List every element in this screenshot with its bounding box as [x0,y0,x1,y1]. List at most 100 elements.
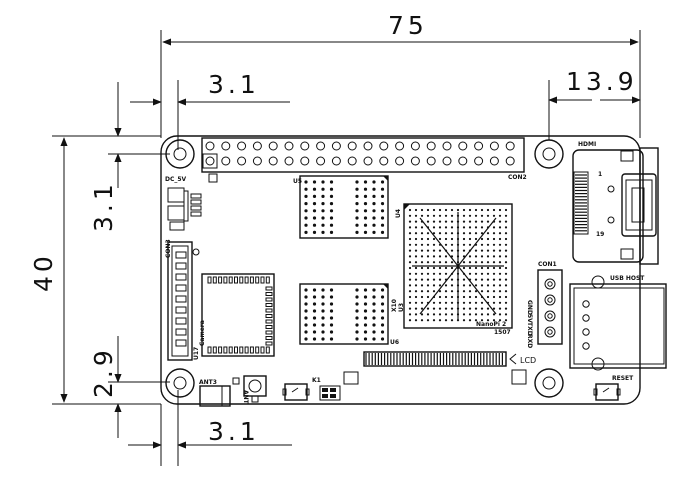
hdmi-pin19-label: 19 [596,231,604,238]
soc-ball [438,284,442,287]
soc-ball [444,220,448,223]
bga-ball [372,337,376,341]
soc-ball [480,237,484,241]
u4-label: U4 [395,209,402,218]
soc-ball [462,208,466,212]
soc-ball [414,307,418,310]
soc-pattern [412,212,504,320]
soc-ball [492,261,496,264]
soc-ball [450,226,454,229]
soc-ball [474,226,478,229]
soc-ball [450,220,454,223]
hdmi-offset-dimension: 13.9 [566,67,638,96]
soc-ball [504,266,508,270]
soc-ball [438,214,442,217]
bga-ball [329,230,334,234]
camera-label: Camera [199,320,206,346]
camera-pin [265,292,273,296]
bga-ball [380,202,385,206]
soc-ball [432,261,436,264]
con1-uart-connector: CON1 GND 5V TXD RXD [526,261,563,348]
bga-ball [363,330,368,334]
sd-pin [175,317,187,325]
soc-ball [480,214,484,217]
soc-ball [438,261,442,264]
soc-ball [408,319,412,322]
soc-ball [504,243,508,246]
hdmi-pin1-label: 1 [598,171,602,178]
soc-ball [468,290,472,293]
lcd-connector: LCD [363,351,536,367]
soc-ball [420,307,424,310]
bga-ball [312,180,317,184]
memory-chip-u5: U5 [293,175,389,239]
bga-ball [321,288,325,292]
bga-ball [321,337,325,341]
camera-pin [239,276,244,284]
bga-ball [329,309,334,313]
soc-ball [474,272,478,275]
soc-ball [408,226,412,229]
header-pin [458,156,468,166]
bga-ball [321,180,325,184]
bga-ball [321,223,325,227]
soc-ball [462,266,466,270]
bga-ball [329,187,334,191]
soc-ball [432,272,436,275]
header-pin [505,156,515,166]
bga-ball [363,295,368,299]
soc-ball [456,208,460,212]
soc-ball [450,261,454,264]
bga-ball [329,288,334,292]
soc-ball [408,278,412,281]
header-pin [347,141,357,151]
usb-pin [582,314,590,322]
soc-ball [444,255,448,258]
soc-ball [408,214,412,217]
soc-ball [492,307,496,310]
bga-ball [329,316,334,320]
soc-ball [504,208,508,212]
soc-ball [432,208,436,212]
soc-ball [450,266,454,270]
soc-ball [426,261,430,264]
hdmi-label: HDMI [578,141,596,148]
soc-ball [444,243,448,246]
header-pin [379,156,389,166]
bga-ball [355,295,359,299]
bga-ball [380,194,385,198]
usb-host-connector: USB HOST [569,275,667,371]
soc-ball [498,319,502,322]
soc-ball [438,249,442,252]
bga-ball [329,330,334,334]
soc-ball [444,232,448,235]
camera-pin [207,276,212,284]
soc-ball [444,284,448,287]
con3-sd-connector: CON3 [165,239,200,361]
soc-ball [432,301,436,304]
soc-ball [474,301,478,304]
resistor-array [190,193,202,217]
soc-ball [480,319,484,322]
con1-pin [544,294,556,306]
bga-ball [312,295,317,299]
con1-pin [544,326,556,338]
header-pin [205,141,215,151]
camera-pin [207,346,212,354]
camera-pin [234,276,238,284]
soc-ball [420,272,424,275]
bga-ball [363,230,368,234]
soc-ball [438,313,442,316]
soc-ball [486,278,490,281]
antenna-area: ANT3 ANT [199,375,267,407]
header-pin [426,141,436,151]
soc-ball [444,290,448,293]
bga-ball [372,202,376,206]
soc-ball [426,278,430,281]
soc-ball [444,319,448,322]
header-pin [410,141,420,151]
soc-ball [450,278,454,281]
header-pin [331,141,341,151]
header-pin [284,156,294,166]
soc-ball [480,208,484,212]
